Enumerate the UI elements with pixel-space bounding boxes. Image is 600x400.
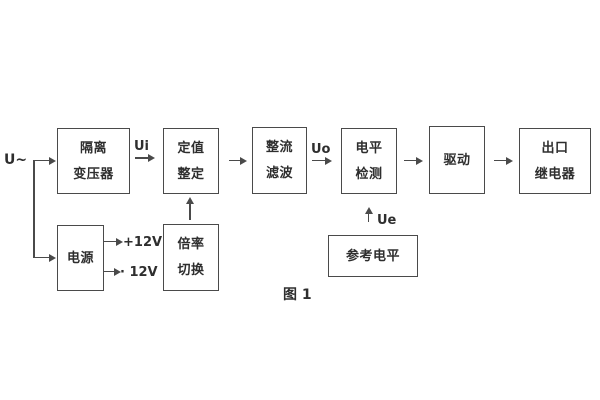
block-label-line: 定值 xyxy=(177,140,205,156)
connector-ue-arrow xyxy=(367,214,370,222)
block-label-line: 电源 xyxy=(66,250,94,266)
connector-setting-to-rectifier xyxy=(229,159,240,161)
block-label-line: 整流 xyxy=(265,140,293,155)
arrowhead-input-to-transformer xyxy=(49,156,56,165)
arrowhead-level-to-driver xyxy=(416,156,423,165)
block-label-line: 出口 xyxy=(541,140,569,156)
block-label-line: 检测 xyxy=(355,166,383,182)
arrowhead-ui-arrow xyxy=(148,154,155,163)
block-label-line: 隔离 xyxy=(79,140,107,156)
block-isolation-transformer: 隔离 变压器 xyxy=(57,128,130,194)
signal-label-uo: Uo xyxy=(311,142,331,157)
connector-input-branch-line xyxy=(33,160,35,258)
arrowhead-uo-arrow xyxy=(325,156,332,165)
block-ratio-switch: 倍率 切换 xyxy=(163,224,219,291)
connector-input-to-transformer xyxy=(33,159,49,161)
block-setting-adjust: 定值 整定 xyxy=(163,128,219,194)
block-rectifier-filter: 整流 滤波 xyxy=(252,127,307,194)
block-output-relay: 出口 继电器 xyxy=(519,128,591,194)
block-label-line: 倍率 xyxy=(177,237,205,252)
arrowhead-power-to-positive-rail xyxy=(116,237,123,246)
block-power-supply: 电源 xyxy=(57,225,104,291)
block-label-line: 电平 xyxy=(355,140,383,156)
connector-input-to-power xyxy=(33,256,49,259)
block-label-line: 参考电平 xyxy=(345,248,400,264)
connector-level-to-driver xyxy=(404,159,416,161)
signal-label-ui: Ui xyxy=(134,139,150,154)
figure-caption: 图 1 xyxy=(283,287,312,303)
signal-label-ue: Ue xyxy=(377,213,397,228)
block-label-line: 继电器 xyxy=(534,166,576,182)
input-signal-label: U~ xyxy=(4,152,28,168)
power-rail-positive-label: +12V xyxy=(123,235,163,250)
connector-power-to-positive-rail xyxy=(104,240,116,243)
arrowhead-input-to-power xyxy=(49,253,56,262)
arrowhead-driver-to-relay xyxy=(506,156,513,165)
arrowhead-ratio-to-setting xyxy=(186,197,195,204)
connector-driver-to-relay xyxy=(494,159,506,161)
block-reference-level: 参考电平 xyxy=(328,235,418,277)
block-label-line: 变压器 xyxy=(73,166,114,182)
power-rail-negative-label: · 12V xyxy=(120,265,158,280)
connector-ui-arrow xyxy=(135,157,148,159)
block-label-line: 驱动 xyxy=(443,152,471,168)
block-label-line: 滤波 xyxy=(265,166,293,181)
block-label-line: 切换 xyxy=(177,263,205,278)
arrowhead-setting-to-rectifier xyxy=(240,156,247,165)
connector-uo-arrow xyxy=(312,159,325,161)
connector-power-to-negative-rail xyxy=(104,270,114,273)
block-level-detect: 电平 检测 xyxy=(341,128,397,194)
block-driver: 驱动 xyxy=(429,126,485,194)
arrowhead-power-to-negative-rail xyxy=(114,267,121,276)
connector-ratio-to-setting xyxy=(189,204,191,220)
block-label-line: 整定 xyxy=(177,166,205,182)
arrowhead-ue-arrow xyxy=(364,207,373,214)
